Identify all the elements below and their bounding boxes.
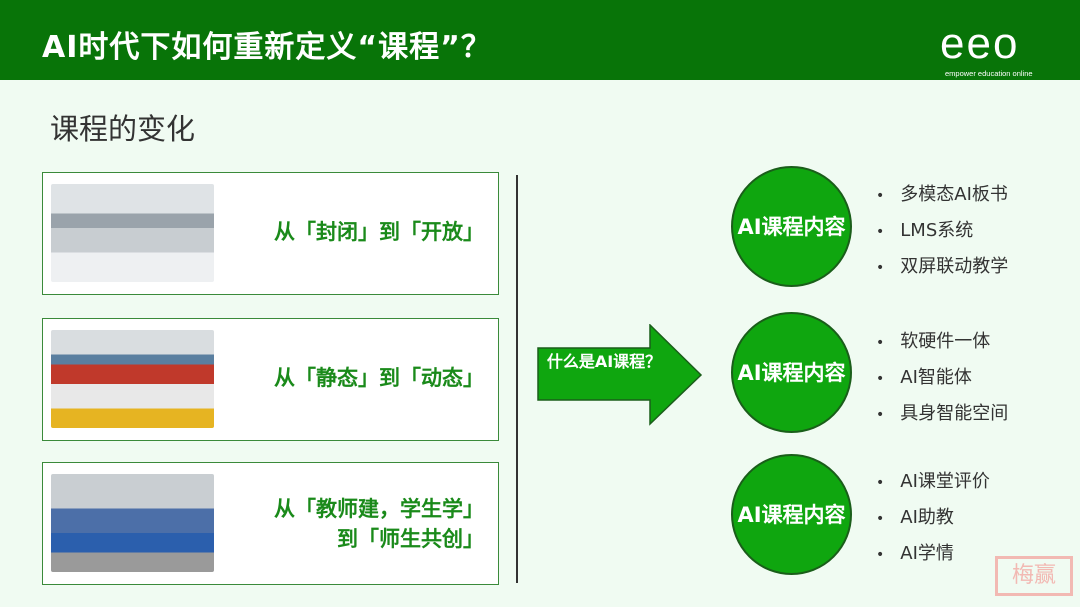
change-card-3: 从「教师建，学生学」 到「师生共创」 — [42, 462, 499, 585]
change-card-1: 从「封闭」到「开放」 — [42, 172, 499, 295]
feature-list: 软硬件一体 AI智能体 具身智能空间 — [876, 324, 1008, 432]
seal-watermark: 梅赢 — [995, 556, 1073, 596]
feature-list: 多模态AI板书 LMS系统 双屏联动教学 — [876, 177, 1008, 285]
arrow-label: 什么是AI课程？ — [546, 352, 662, 371]
ai-course-circle: AI课程内容 — [731, 312, 852, 433]
section-subtitle: 课程的变化 — [50, 112, 196, 146]
list-item: AI学情 — [876, 536, 990, 572]
change-text-2: 到「师生共创」 — [337, 527, 484, 551]
list-item: AI助教 — [876, 500, 990, 536]
list-item: 具身智能空间 — [876, 396, 1008, 432]
list-item: 双屏联动教学 — [876, 249, 1008, 285]
change-card-2: 从「静态」到「动态」 — [42, 318, 499, 441]
eeo-logo: eeo — [940, 19, 1020, 68]
change-text: 从「教师建，学生学」 — [274, 497, 484, 521]
list-item: 软硬件一体 — [876, 324, 1008, 360]
feature-list: AI课堂评价 AI助教 AI学情 — [876, 464, 990, 572]
logo-tagline: empower education online — [945, 69, 1033, 78]
slide-title: AI时代下如何重新定义“课程”？ — [42, 30, 492, 65]
classroom-photo — [51, 330, 214, 428]
list-item: AI课堂评价 — [876, 464, 990, 500]
list-item: LMS系统 — [876, 213, 1008, 249]
list-item: 多模态AI板书 — [876, 177, 1008, 213]
header-bar — [0, 0, 1080, 80]
classroom-photo — [51, 474, 214, 572]
classroom-photo — [51, 184, 214, 282]
arrow-icon — [537, 324, 703, 426]
list-item: AI智能体 — [876, 360, 1008, 396]
change-text: 从「封闭」到「开放」 — [274, 220, 484, 244]
change-text: 从「静态」到「动态」 — [274, 366, 484, 390]
ai-course-circle: AI课程内容 — [731, 454, 852, 575]
divider — [516, 175, 518, 583]
ai-course-circle: AI课程内容 — [731, 166, 852, 287]
